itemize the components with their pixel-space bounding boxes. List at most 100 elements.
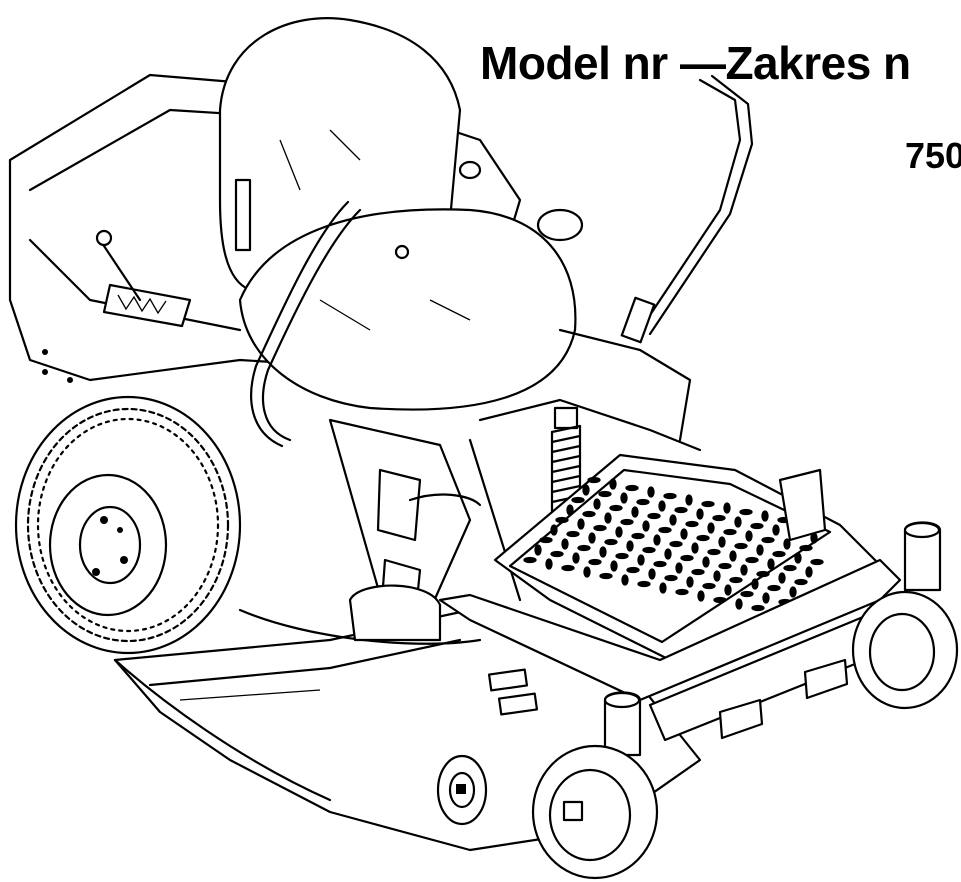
plate-hole <box>647 512 661 520</box>
plate-hole <box>680 554 694 562</box>
plate-hole <box>609 478 617 490</box>
plate-hole <box>582 510 596 518</box>
plate-hole <box>691 568 705 576</box>
plate-hole <box>637 554 645 566</box>
plate-hole <box>593 498 601 510</box>
plate-hole <box>582 484 590 496</box>
plate-hole <box>550 550 564 558</box>
plate-hole <box>723 528 737 536</box>
plate-hole <box>713 570 721 582</box>
plate-hole <box>751 578 759 590</box>
plate-hole <box>761 510 769 522</box>
plate-hole <box>685 494 693 506</box>
front-caster-right <box>851 521 959 710</box>
plate-hole <box>669 540 683 548</box>
plate-hole <box>571 496 585 504</box>
plate-hole <box>783 564 797 572</box>
plate-hole <box>539 536 553 544</box>
plate-hole <box>680 528 688 540</box>
plate-hole <box>599 572 613 580</box>
plate-hole <box>642 546 656 554</box>
plate-hole <box>740 590 754 598</box>
frame-console <box>328 160 702 642</box>
page-title: Model nr —Zakres n <box>480 37 911 89</box>
plate-hole <box>555 516 569 524</box>
plate-hole <box>756 570 770 578</box>
plate-hole <box>729 550 737 562</box>
plate-hole <box>674 506 688 514</box>
plate-hole <box>686 576 694 588</box>
left-steering-lever <box>250 200 362 448</box>
plate-hole <box>631 506 639 518</box>
plate-hole <box>756 544 764 556</box>
plate-hole <box>664 548 672 560</box>
rear-tire <box>14 395 242 655</box>
plate-hole <box>566 504 574 516</box>
plate-hole <box>577 518 585 530</box>
plate-hole <box>625 484 639 492</box>
plate-hole <box>691 542 699 554</box>
plate-hole <box>626 540 634 552</box>
plate-hole <box>729 576 743 584</box>
plate-hole <box>593 524 607 532</box>
plate-hole <box>642 520 650 532</box>
plate-hole <box>550 524 558 536</box>
plate-hole <box>778 572 786 584</box>
plate-hole <box>669 514 677 526</box>
front-caster-left <box>531 691 659 880</box>
plate-hole <box>659 582 667 594</box>
plate-hole <box>648 568 656 580</box>
plate-hole <box>696 508 704 520</box>
plate-hole <box>523 556 537 564</box>
plate-hole <box>696 534 710 542</box>
deck-gauge-wheel <box>436 754 488 826</box>
plate-hole <box>599 546 607 558</box>
plate-hole <box>604 538 618 546</box>
plate-hole <box>615 526 623 538</box>
plate-hole <box>750 522 764 530</box>
plate-hole <box>583 566 591 578</box>
plate-hole <box>664 574 678 582</box>
plate-hole <box>647 486 655 498</box>
plate-hole <box>588 532 596 544</box>
plate-hole <box>587 476 601 484</box>
plate-hole <box>675 562 683 574</box>
plate-hole <box>702 556 710 568</box>
plate-hole <box>685 520 699 528</box>
front-frame <box>438 468 902 742</box>
plate-hole <box>751 604 765 612</box>
plate-hole <box>604 512 612 524</box>
plate-hole <box>740 564 748 576</box>
plate-hole <box>588 558 602 566</box>
plate-hole <box>707 548 721 556</box>
plate-hole <box>615 552 629 560</box>
plate-hole <box>762 592 770 604</box>
plate-hole <box>658 526 672 534</box>
plate-hole <box>572 552 580 564</box>
plate-hole <box>783 538 791 550</box>
plate-hole <box>794 552 802 564</box>
plate-hole <box>658 500 666 512</box>
plate-hole <box>734 542 748 550</box>
plate-hole <box>794 578 808 586</box>
plate-hole <box>723 502 731 514</box>
plate-hole <box>799 544 813 552</box>
plate-hole <box>577 544 591 552</box>
plate-hole <box>561 564 575 572</box>
plate-hole <box>598 490 612 498</box>
plate-hole <box>701 500 715 508</box>
plate-hole <box>702 582 716 590</box>
plate-hole <box>609 504 623 512</box>
plate-hole <box>663 492 677 500</box>
plate-hole <box>772 550 786 558</box>
plate-hole <box>767 584 781 592</box>
plate-hole <box>636 498 650 506</box>
plate-hole <box>745 556 759 564</box>
plate-hole <box>675 588 689 596</box>
plate-hole <box>545 558 553 570</box>
plate-hole <box>789 586 797 598</box>
plate-hole <box>534 544 542 556</box>
plate-hole <box>712 514 726 522</box>
plate-hole <box>761 536 775 544</box>
